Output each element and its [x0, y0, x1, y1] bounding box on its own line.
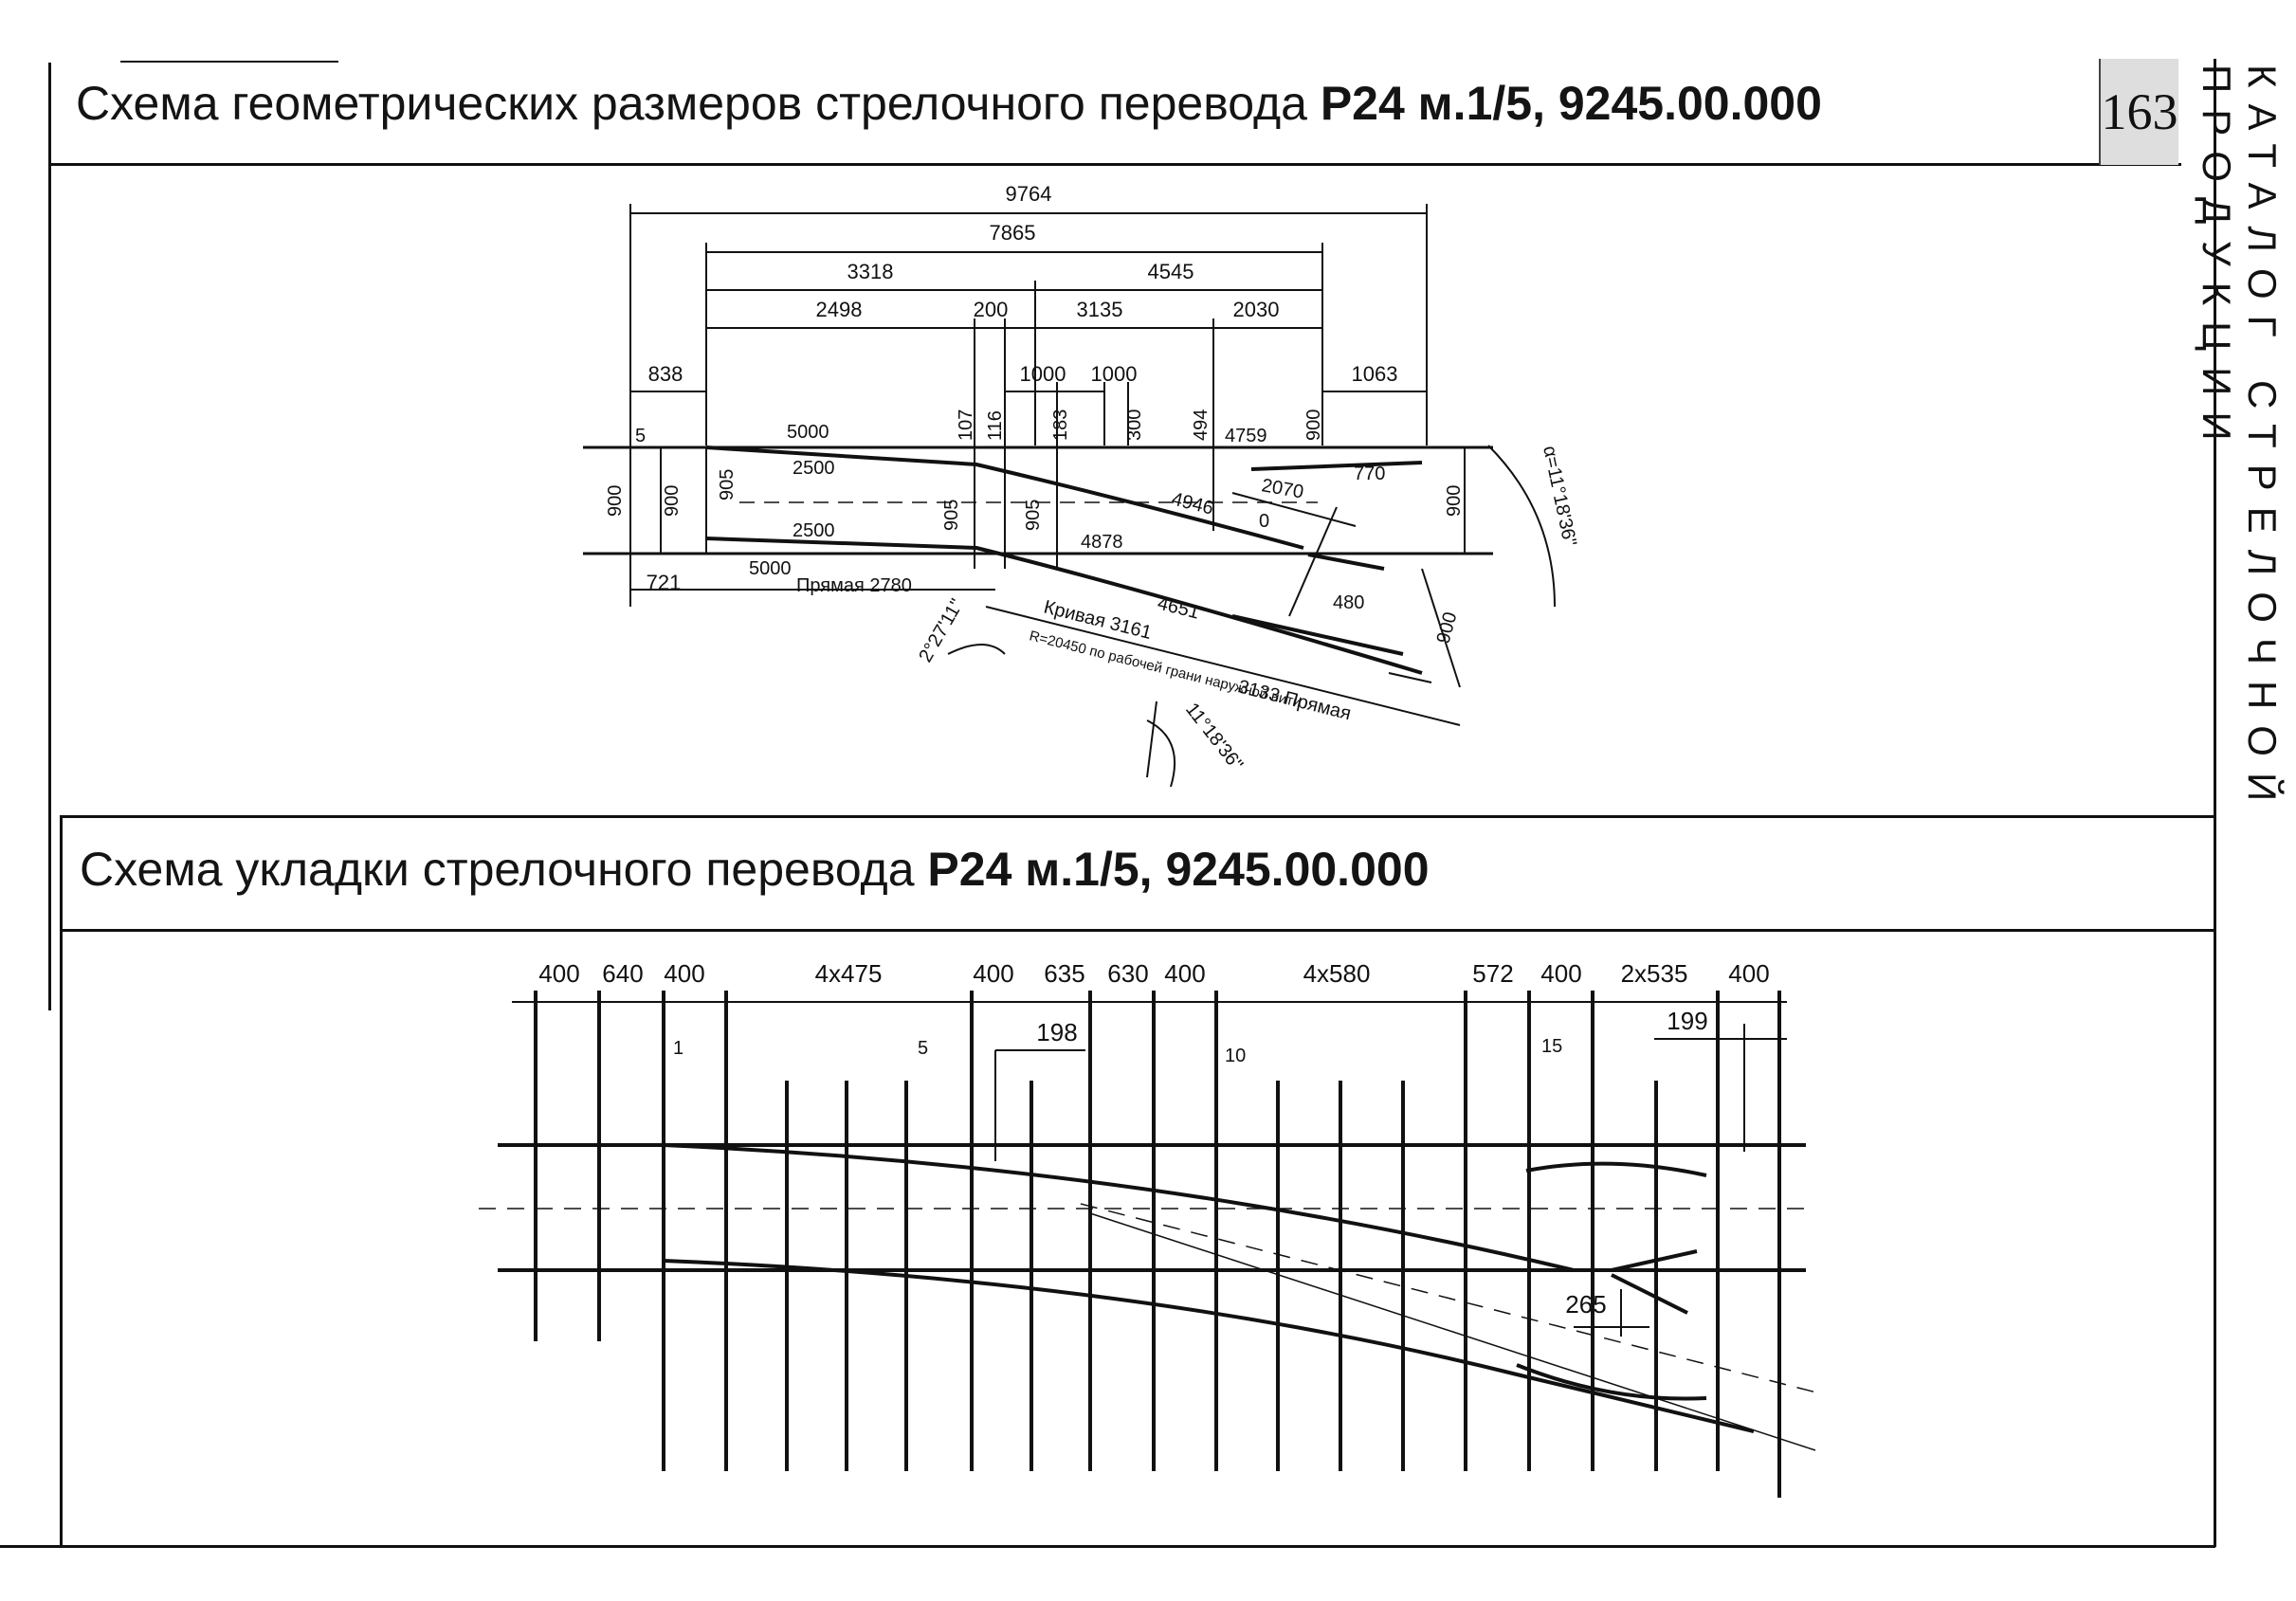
dim-2030: 2030 [1233, 298, 1280, 321]
sleeper-no-10: 10 [1225, 1046, 1246, 1066]
side-caption: КАТАЛОГ СТРЕЛОЧНОЙ ПРОДУКЦИИ [2186, 64, 2292, 1031]
offset-199: 199 [1667, 1007, 1707, 1035]
straight-2780: Прямая 2780 [796, 575, 912, 596]
top-short-rule [120, 61, 338, 63]
mark-5: 5 [635, 426, 646, 446]
lay-dim-400-a: 400 [538, 959, 579, 988]
section2-title-product: Р24 м.1/5, 9245.00.000 [927, 843, 1430, 896]
dim-2498: 2498 [816, 298, 863, 321]
lay-dim-630: 630 [1107, 959, 1148, 988]
mark-0: 0 [1259, 511, 1269, 532]
vdim-900: 900 [1303, 409, 1324, 441]
rail-480: 480 [1333, 592, 1364, 613]
vdim-494: 494 [1191, 409, 1212, 441]
rail-4759: 4759 [1225, 426, 1267, 446]
dim-1000-b: 1000 [1091, 362, 1138, 386]
dim-3318: 3318 [847, 260, 894, 283]
lay-dim-635: 635 [1044, 959, 1084, 988]
frame-left-border-lower [60, 815, 63, 1545]
page-number: 163 [2099, 59, 2178, 165]
lay-dim-2x535: 2x535 [1621, 959, 1688, 988]
dim-721: 721 [647, 571, 682, 594]
sleeper-no-1: 1 [673, 1038, 683, 1059]
header-divider [48, 163, 2181, 166]
lay-dim-640: 640 [602, 959, 643, 988]
dim-4545: 4545 [1148, 260, 1194, 283]
offset-265: 265 [1565, 1290, 1606, 1319]
vdim-300: 300 [1124, 409, 1145, 441]
section2-title-text: Схема укладки стрелочного перевода [80, 843, 928, 896]
side-900-b: 900 [662, 485, 683, 517]
lay-dim-400-b: 400 [664, 959, 704, 988]
dim-1063: 1063 [1352, 362, 1398, 386]
offset-198: 198 [1036, 1018, 1077, 1046]
rail-5000-top: 5000 [787, 422, 829, 443]
side-900-a: 900 [605, 485, 626, 517]
rail-2500-top: 2500 [793, 458, 835, 479]
lay-dim-4x475: 4x475 [815, 959, 883, 988]
side-905-b: 905 [941, 500, 962, 531]
rail-2500-bottom: 2500 [793, 520, 835, 541]
side-900-c: 900 [1444, 485, 1465, 517]
lay-dim-4x580: 4x580 [1303, 959, 1371, 988]
vdim-116: 116 [985, 410, 1006, 441]
lay-dim-572: 572 [1472, 959, 1513, 988]
bottom-border [0, 1545, 2215, 1548]
dim-9764: 9764 [1006, 182, 1052, 206]
dim-1000-a: 1000 [1020, 362, 1066, 386]
dim-7865: 7865 [990, 221, 1036, 245]
lay-dim-400-d: 400 [1164, 959, 1205, 988]
sleeper-no-5: 5 [918, 1038, 928, 1059]
section2-title: Схема укладки стрелочного перевода Р24 м… [80, 842, 1430, 897]
side-caption-text: КАТАЛОГ СТРЕЛОЧНОЙ ПРОДУКЦИИ [2195, 64, 2285, 818]
section1-divider [60, 815, 2215, 818]
lay-dim-400-e: 400 [1540, 959, 1581, 988]
sleeper-no-15: 15 [1541, 1036, 1562, 1057]
page-title: Схема геометрических размеров стрелочног… [76, 76, 1822, 131]
rail-5000-bottom: 5000 [749, 558, 792, 579]
lay-dim-400-c: 400 [973, 959, 1013, 988]
vdim-107: 107 [956, 409, 976, 441]
rail-770: 770 [1354, 464, 1385, 484]
frame-left-border [48, 63, 51, 1010]
dim-838: 838 [648, 362, 683, 386]
page-title-text: Схема геометрических размеров стрелочног… [76, 77, 1321, 130]
dim-200: 200 [974, 298, 1009, 321]
rail-4878: 4878 [1081, 532, 1123, 553]
side-905-a: 905 [717, 469, 738, 500]
vdim-183: 183 [1050, 409, 1071, 441]
side-905-c: 905 [1023, 500, 1044, 531]
dim-3135: 3135 [1077, 298, 1123, 321]
lay-dim-400-f: 400 [1728, 959, 1769, 988]
section2-divider [60, 929, 2215, 932]
page-title-product: Р24 м.1/5, 9245.00.000 [1320, 77, 1822, 130]
frame-right-border [2214, 59, 2216, 1547]
